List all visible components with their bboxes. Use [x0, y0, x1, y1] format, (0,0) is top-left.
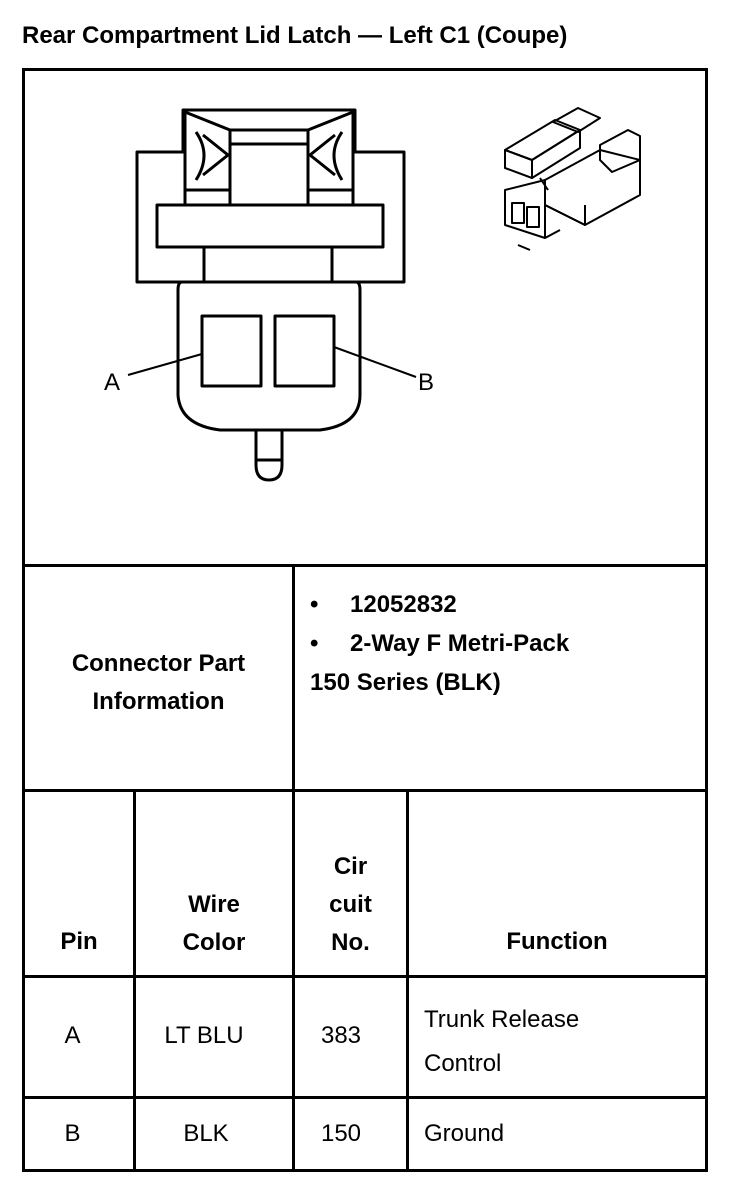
- divider-col-circuit: [406, 789, 409, 1172]
- connector-face-diagram: A B: [104, 107, 641, 482]
- connector-info-frame: [22, 68, 708, 1172]
- row-b-pin: B: [64, 1120, 81, 1147]
- header-function: Function: [506, 928, 608, 955]
- header-circuit-line3: No.: [331, 929, 370, 956]
- header-circuit-line2: cuit: [329, 891, 372, 918]
- header-wire-color: Wire Color: [136, 886, 292, 962]
- row-a-pin: A: [64, 1022, 81, 1049]
- divider-col-pin: [133, 789, 136, 1172]
- part-info-label: Connector Part Information: [25, 645, 292, 721]
- part-info-values: • 12052832 • 2-Way F Metri-Pack 150 Series…: [310, 585, 700, 702]
- part-number: 12052832: [350, 591, 457, 618]
- page-title: Rear Compartment Lid Latch — Left C1 (Co…: [22, 22, 568, 49]
- divider-partinfo-bottom: [22, 789, 708, 792]
- part-desc-line2: 150 Series (BLK): [310, 669, 501, 696]
- row-a-wire: LT BLU: [164, 1022, 244, 1049]
- header-circuit-line1: Cir: [333, 853, 368, 880]
- divider-partinfo-vertical: [292, 564, 295, 792]
- bullet-icon: •: [310, 591, 319, 618]
- divider-row-a-bottom: [22, 1096, 708, 1099]
- row-a-function: Trunk Release Control: [424, 998, 694, 1086]
- part-number-item: • 12052832: [310, 585, 700, 624]
- bullet-icon: •: [310, 630, 319, 657]
- divider-header-bottom: [22, 975, 708, 978]
- pin-a-callout: A: [104, 369, 120, 396]
- part-info-label-line2: Information: [92, 688, 225, 715]
- header-wire-line1: Wire: [188, 891, 240, 918]
- header-pin: Pin: [60, 928, 98, 955]
- header-wire-line2: Color: [182, 929, 246, 956]
- divider-col-wire: [292, 789, 295, 1172]
- divider-diagram-bottom: [22, 564, 708, 567]
- row-a-function-line2: Control: [424, 1050, 502, 1077]
- row-a-function-line1: Trunk Release: [424, 1006, 580, 1033]
- pin-b-callout: B: [418, 369, 434, 396]
- row-a-circuit: 383: [320, 1022, 362, 1049]
- header-circuit-no: Cir cuit No.: [295, 848, 406, 962]
- row-b-function: Ground: [424, 1120, 505, 1147]
- row-b-circuit: 150: [320, 1120, 362, 1147]
- part-desc-line1: 2-Way F Metri-Pack: [350, 630, 570, 657]
- part-desc-item: • 2-Way F Metri-Pack: [310, 624, 700, 663]
- part-info-label-line1: Connector Part: [71, 650, 246, 677]
- row-b-wire: BLK: [183, 1120, 229, 1147]
